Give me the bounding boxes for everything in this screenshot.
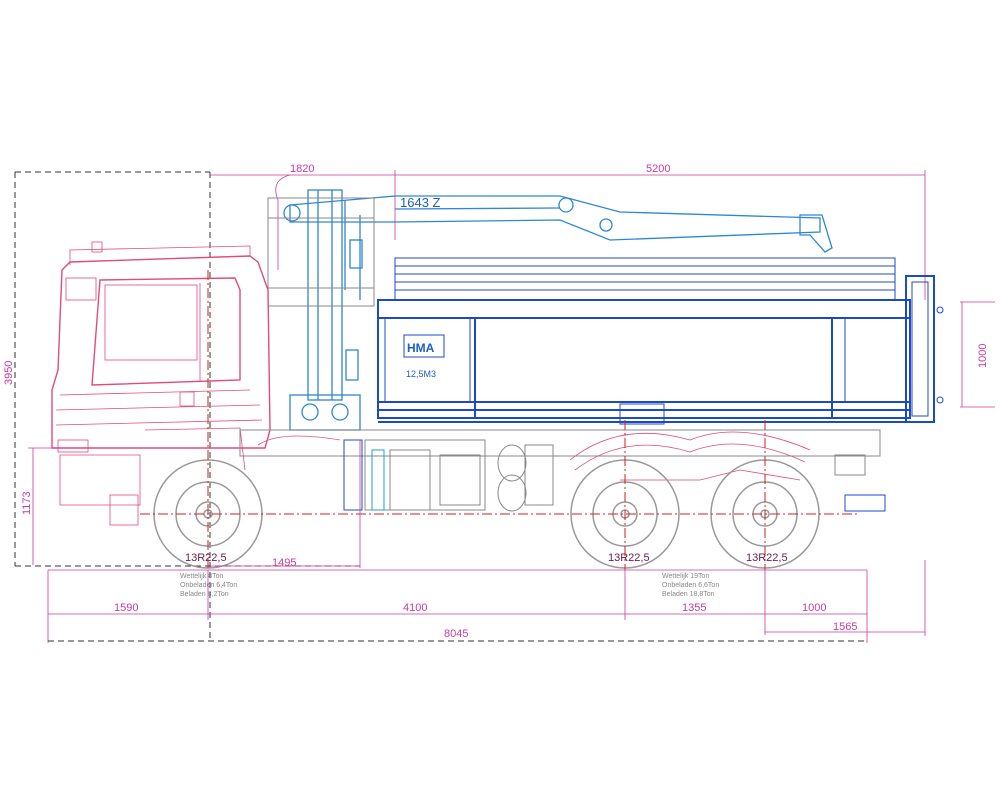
dim-frame-height: 1173 <box>21 491 33 515</box>
body-brand-label: HMA <box>407 341 435 355</box>
front-load-laden: Beladen 8,2Ton <box>180 591 229 598</box>
dim-tandem-spacing: 1355 <box>682 602 706 614</box>
cab-guard <box>267 197 375 307</box>
truck-cab <box>51 241 271 526</box>
chassis-frame <box>239 429 886 512</box>
dim-overall-height: 3950 <box>3 361 15 385</box>
dim-crane-front: 1820 <box>290 163 314 175</box>
tyre-front-label: 13R22,5 <box>185 552 227 564</box>
loader-crane <box>283 189 833 431</box>
crane-model-label: 1643 Z <box>400 195 441 210</box>
body-volume-label: 12,5M3 <box>406 369 436 379</box>
dim-rear-overhang: 1565 <box>833 621 857 633</box>
front-load-unladen: Onbeladen 6,4Ton <box>180 582 237 589</box>
dim-rear-to-end: 1000 <box>802 602 826 614</box>
side-height-dimension <box>960 301 995 408</box>
left-dimensions <box>28 447 60 565</box>
dim-front-overhang: 1590 <box>114 602 138 614</box>
dim-crane-rear: 5200 <box>646 163 670 175</box>
axle-centerlines <box>140 270 860 570</box>
rear-load-legal: Wettelijk 19Ton <box>662 573 709 580</box>
tyre-rear2-label: 13R22,5 <box>746 552 788 564</box>
bottom-dimensions <box>47 440 926 643</box>
dim-front-to-crane: 1495 <box>272 557 296 569</box>
dim-wheelbase: 4100 <box>403 602 427 614</box>
rear-load-unladen: Onbeladen 6,6Ton <box>662 582 719 589</box>
dim-side-height: 1000 <box>977 344 989 368</box>
tyre-rear1-label: 13R22,5 <box>608 552 650 564</box>
top-dimensions <box>210 170 926 300</box>
front-load-legal: Wettelijk 8Ton <box>180 573 224 580</box>
tipper-body <box>377 257 944 425</box>
dim-overall-length: 8045 <box>444 628 468 640</box>
rear-load-laden: Beladen 18,8Ton <box>662 591 715 598</box>
rear-suspension <box>257 431 811 481</box>
